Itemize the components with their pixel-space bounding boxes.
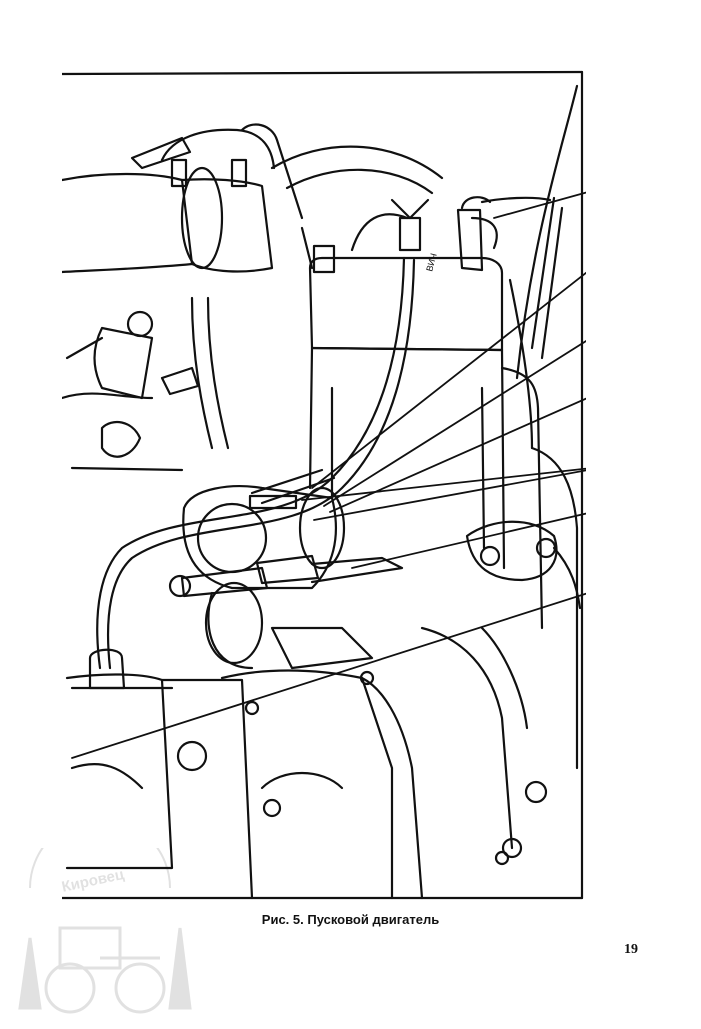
watermark-text: Кировец bbox=[60, 866, 126, 896]
magneto bbox=[62, 310, 200, 472]
page-number: 19 bbox=[624, 942, 638, 957]
fuel-lines bbox=[96, 256, 416, 670]
carburetor bbox=[168, 468, 404, 598]
watermark-logo: Кировец bbox=[0, 817, 200, 1024]
engine-illustration: ВИЧ bbox=[62, 68, 586, 900]
flywheel-housing bbox=[270, 145, 444, 270]
crankcase bbox=[65, 626, 548, 900]
callout-leaders bbox=[71, 191, 586, 759]
engine-drawing: ВИЧ bbox=[62, 70, 586, 900]
cylinder-head bbox=[308, 198, 504, 352]
tractor-watermark-icon: Кировец bbox=[18, 817, 192, 1014]
figure-caption: Рис. 5. Пусковой двигатель bbox=[261, 912, 440, 927]
stamp-text: ВИЧ bbox=[424, 252, 438, 272]
air-filter-disc bbox=[204, 581, 264, 670]
spark-plug: ВИЧ bbox=[424, 196, 552, 273]
cylinder-block bbox=[308, 278, 579, 770]
figure-frame bbox=[62, 70, 584, 900]
mount-bracket bbox=[465, 520, 582, 610]
gear-housing bbox=[70, 648, 174, 790]
intake-pipe bbox=[62, 123, 304, 274]
dipstick bbox=[515, 84, 579, 380]
